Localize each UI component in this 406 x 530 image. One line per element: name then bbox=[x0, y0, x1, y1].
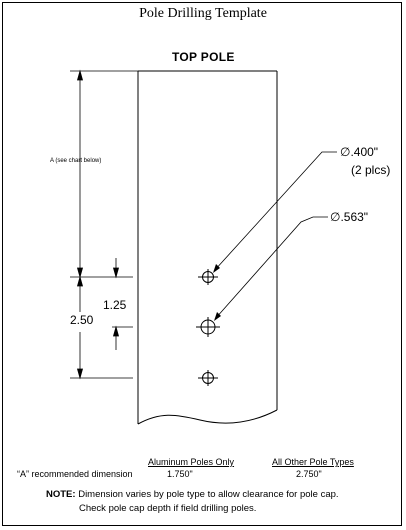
page-frame bbox=[2, 2, 402, 526]
chart-column-other: All Other Pole Types bbox=[272, 457, 354, 467]
chart-column-aluminum: Aluminum Poles Only bbox=[148, 457, 235, 467]
dimension-1-25-arrow-bottom bbox=[112, 325, 120, 337]
note-prefix: NOTE: bbox=[46, 489, 76, 500]
extension-lines bbox=[70, 70, 138, 379]
leader-400-arrow bbox=[213, 264, 220, 273]
hole-large-diameter-label: ∅.563" bbox=[330, 210, 369, 224]
hole-lower bbox=[198, 370, 218, 386]
pole-label: TOP POLE bbox=[172, 50, 235, 64]
holes bbox=[196, 269, 220, 386]
chart-value-aluminum: 1.750" bbox=[167, 469, 193, 479]
dimension-a bbox=[76, 69, 84, 279]
leader-arrows bbox=[213, 264, 221, 321]
dimension-1-25 bbox=[112, 258, 120, 350]
dimension-1-25-arrow-top bbox=[112, 267, 120, 279]
dimension-a-label: A (see chart below) bbox=[50, 158, 102, 164]
note-line-2: Check pole cap depth if field drilling p… bbox=[79, 503, 257, 514]
note-line-1: NOTE: Dimension varies by pole type to a… bbox=[46, 489, 339, 500]
hole-upper bbox=[198, 269, 218, 285]
hole-small-quantity-label: (2 plcs) bbox=[351, 163, 391, 177]
leader-563 bbox=[214, 216, 328, 320]
spacing-full-label: 2.50 bbox=[70, 313, 94, 327]
note-text-1: Dimension varies by pole type to allow c… bbox=[78, 489, 339, 500]
dimension-2-50 bbox=[76, 275, 84, 380]
chart-value-other: 2.750" bbox=[296, 469, 322, 479]
leader-563-arrow bbox=[214, 312, 221, 321]
hole-small-diameter-label: ∅.400" bbox=[340, 145, 379, 159]
dimension-2-50-arrow-bottom bbox=[76, 368, 84, 380]
dimension-2-50-arrow-top bbox=[76, 275, 84, 287]
leaders bbox=[213, 151, 337, 320]
pole-outline bbox=[137, 70, 278, 425]
leader-400 bbox=[213, 151, 337, 272]
page-title: Pole Drilling Template bbox=[139, 6, 267, 21]
chart-row-label: “A” recommended dimension bbox=[17, 469, 133, 479]
dimension-a-arrow-top bbox=[76, 69, 84, 81]
dimension-a-arrow-bottom bbox=[76, 267, 84, 279]
spacing-half-label: 1.25 bbox=[103, 298, 127, 312]
pole-break-line bbox=[137, 409, 278, 425]
hole-middle bbox=[196, 317, 220, 337]
